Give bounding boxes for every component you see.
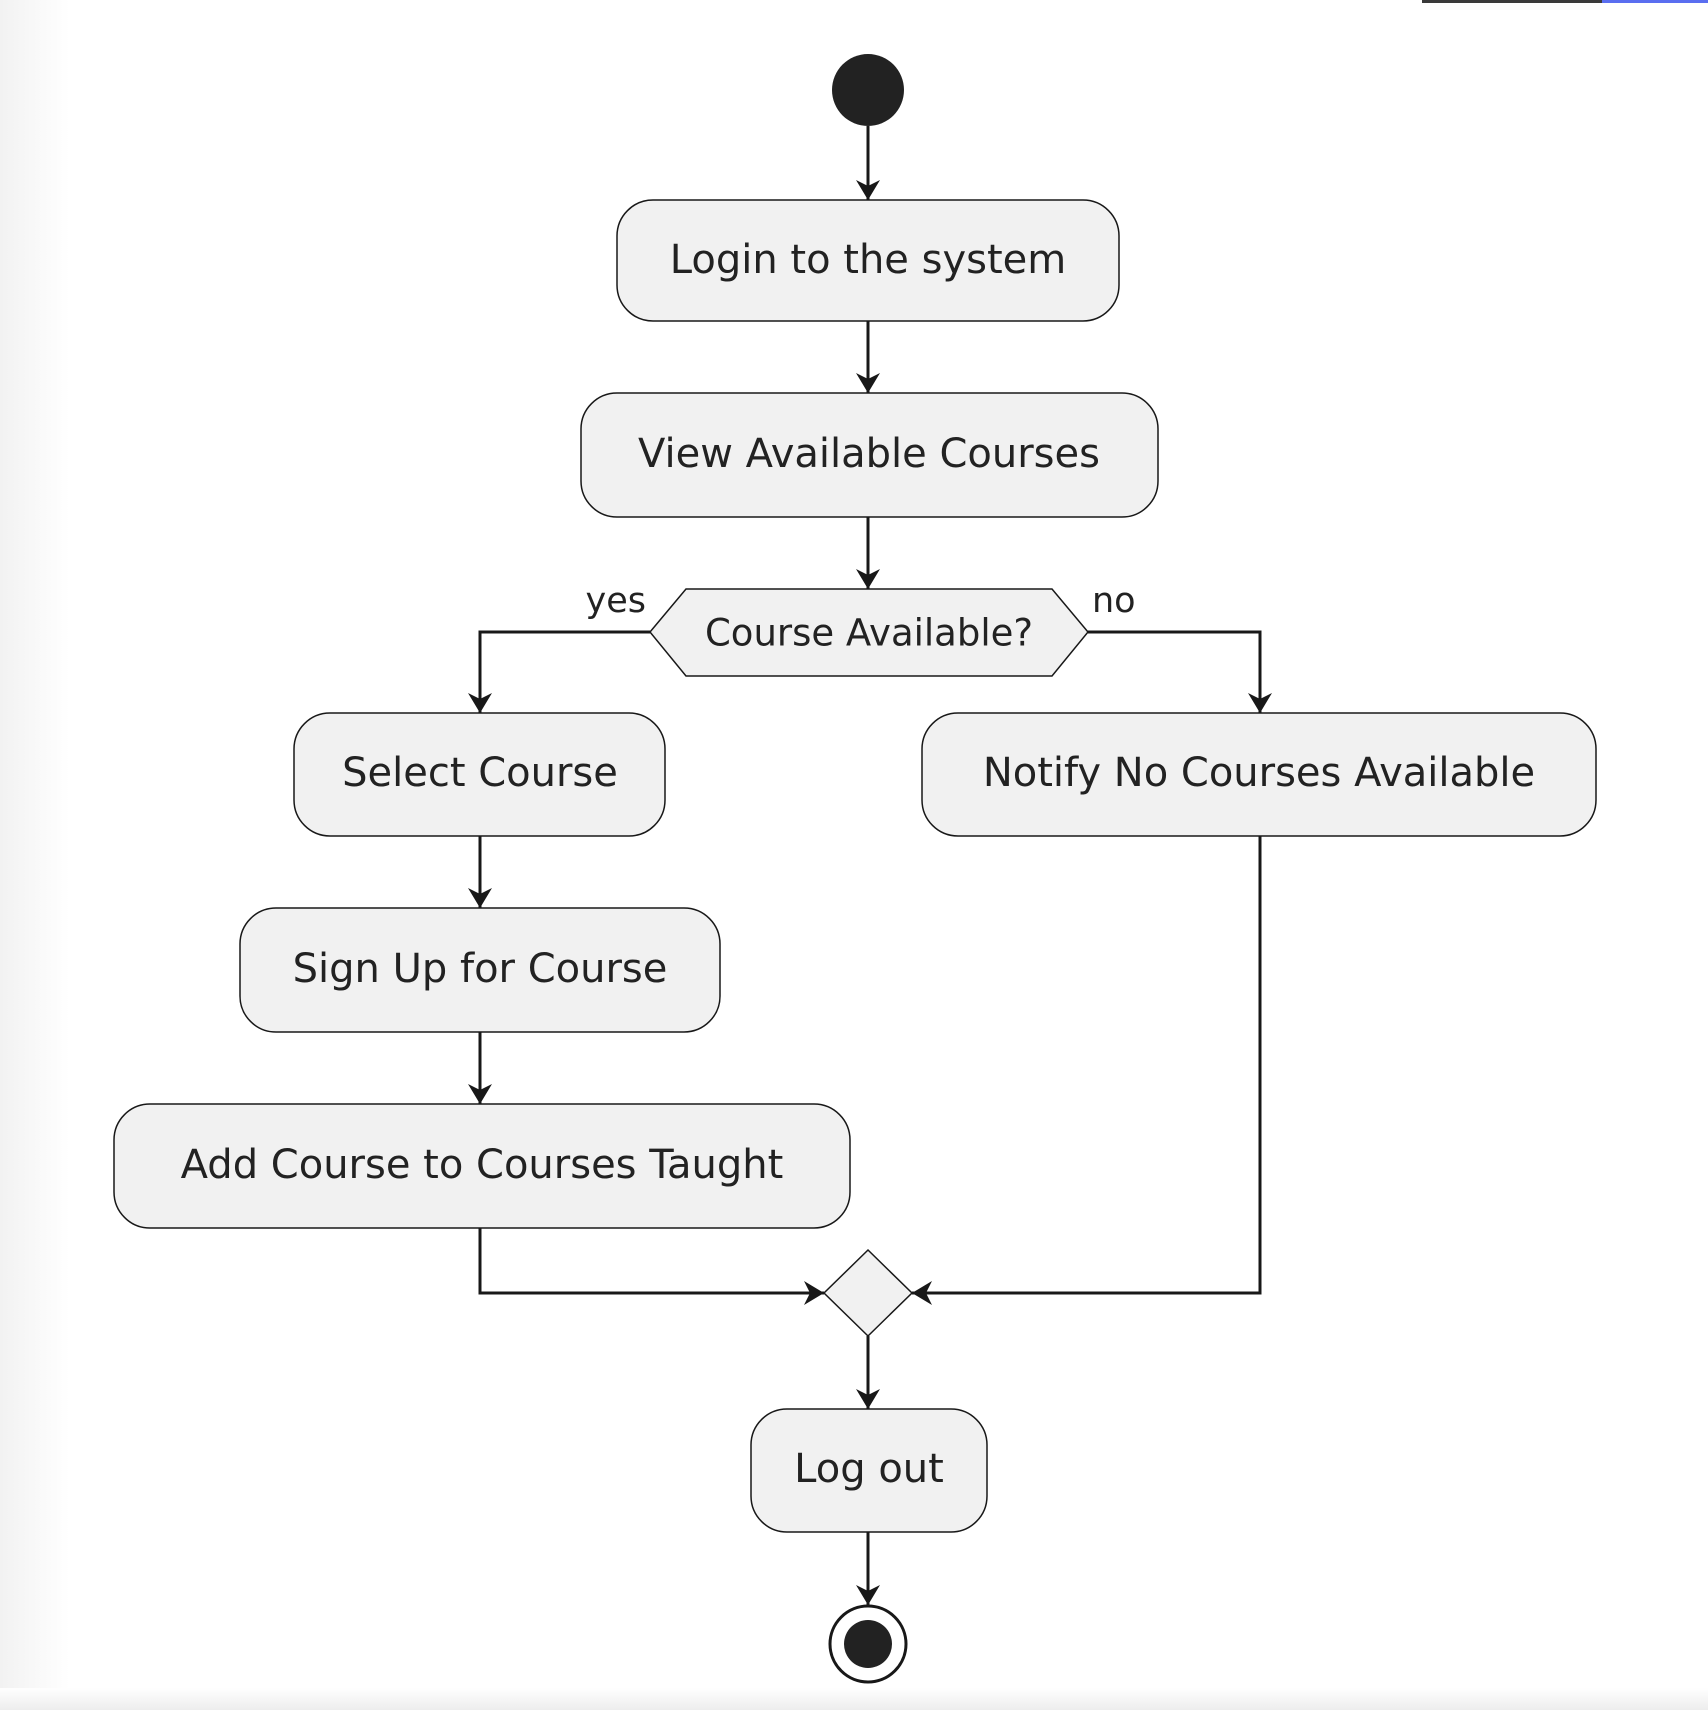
action-add-course-label: Add Course to Courses Taught <box>181 1142 784 1188</box>
action-sign-up: Sign Up for Course <box>239 907 721 1033</box>
bottom-shadow <box>0 1688 1708 1710</box>
edge-add-merge <box>478 1228 824 1305</box>
action-view-courses-label: View Available Courses <box>638 431 1100 477</box>
action-select-course: Select Course <box>293 712 666 837</box>
end-node <box>828 1604 908 1684</box>
action-log-out-label: Log out <box>794 1446 944 1492</box>
edge-decision-select <box>468 630 650 713</box>
action-login: Login to the system <box>616 199 1120 322</box>
edge-decision-notify <box>1088 630 1272 713</box>
action-sign-up-label: Sign Up for Course <box>293 946 668 992</box>
decision-label: Course Available? <box>705 612 1033 655</box>
action-notify-no-courses-label: Notify No Courses Available <box>983 750 1535 796</box>
top-edge-blue <box>1602 0 1708 3</box>
action-login-label: Login to the system <box>670 237 1066 283</box>
edge-notify-merge <box>912 836 1262 1305</box>
left-shadow <box>0 0 70 1710</box>
decision-course-available: Course Available? <box>649 588 1089 677</box>
action-notify-no-courses: Notify No Courses Available <box>921 712 1597 837</box>
start-node <box>832 54 904 126</box>
action-add-course: Add Course to Courses Taught <box>113 1103 851 1229</box>
edges <box>468 126 1272 1605</box>
branch-label-yes: yes <box>586 581 646 621</box>
action-view-courses: View Available Courses <box>580 392 1159 518</box>
branch-label-no: no <box>1092 581 1136 621</box>
merge-node <box>822 1248 914 1338</box>
top-edge-dark <box>1422 0 1602 3</box>
action-log-out: Log out <box>750 1408 988 1533</box>
action-select-course-label: Select Course <box>342 750 618 796</box>
